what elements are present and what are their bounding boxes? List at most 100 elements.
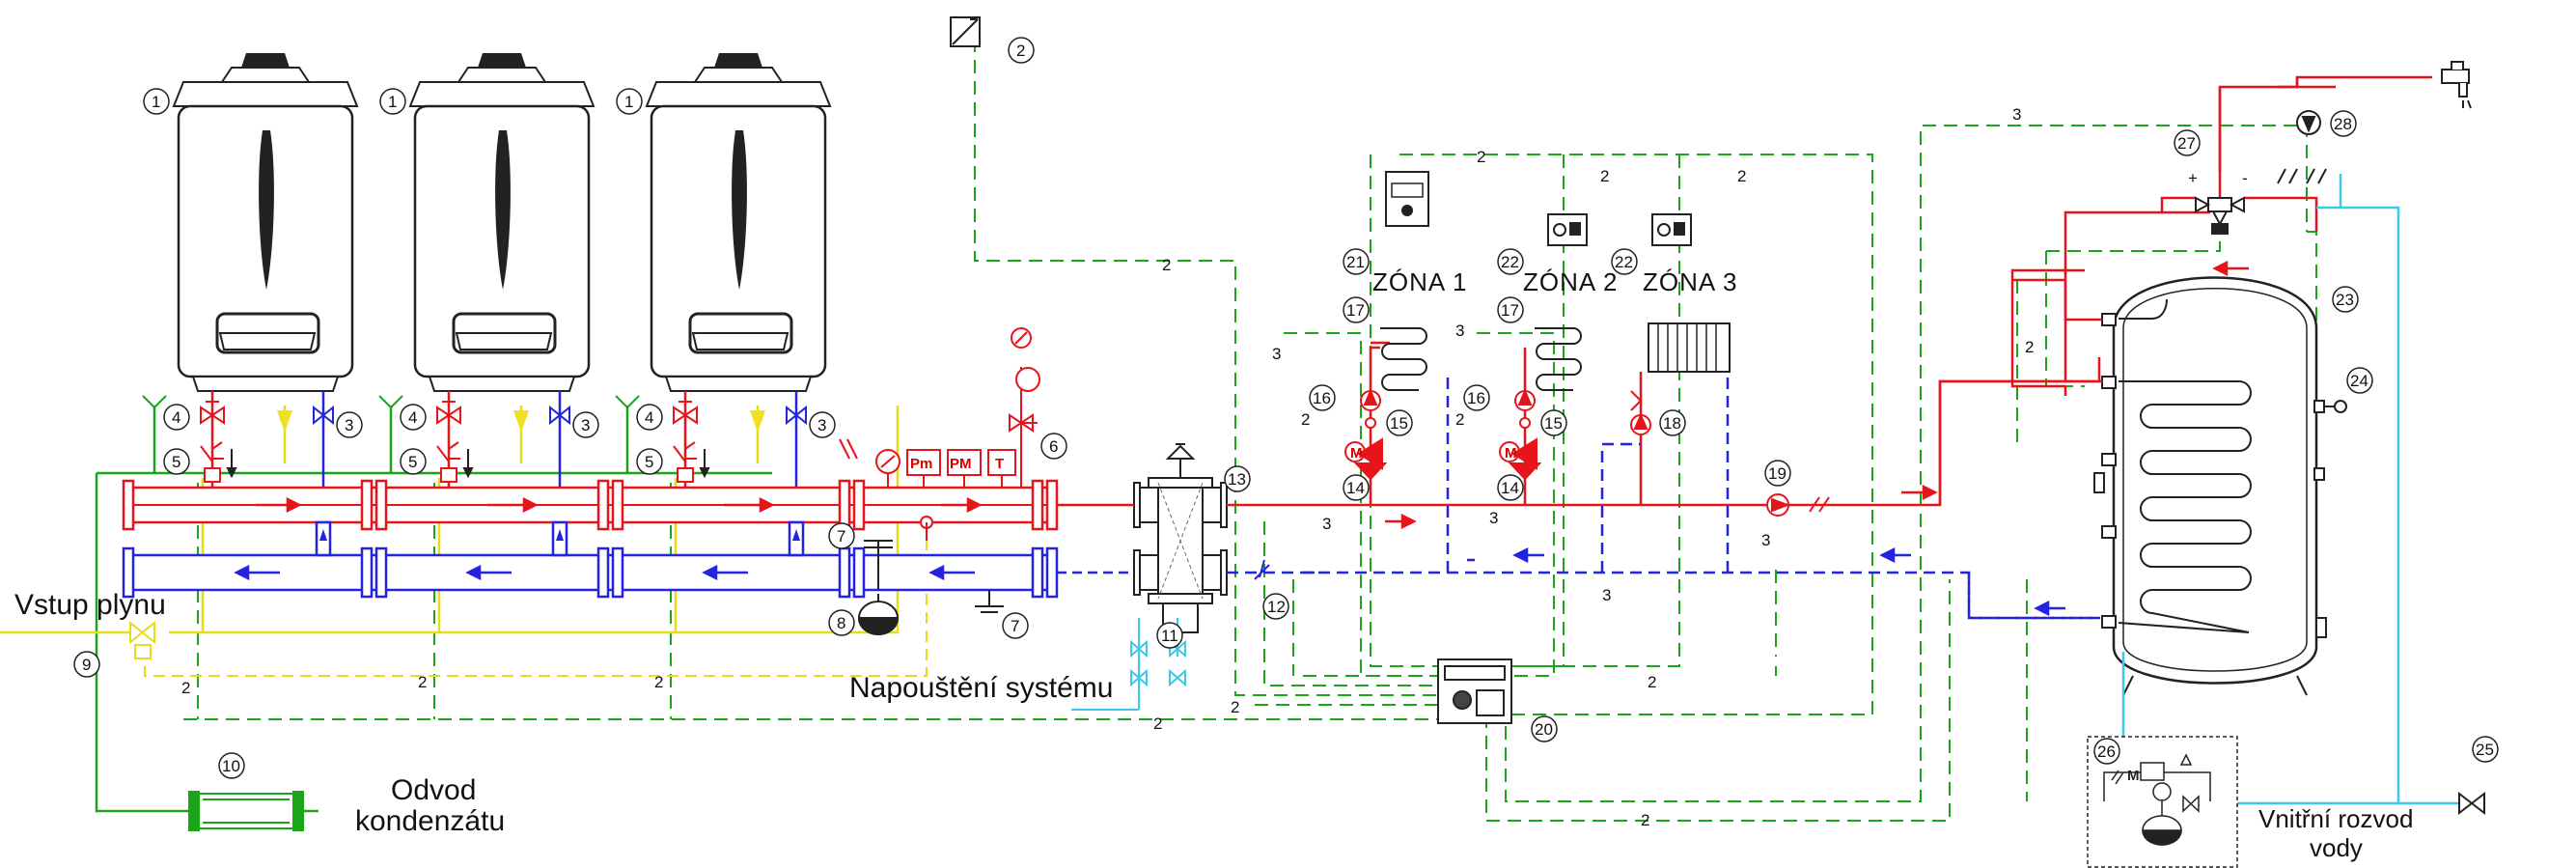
svg-text:6: 6	[1049, 437, 1058, 456]
mixing-minus: -	[2242, 169, 2248, 187]
boiler-valves	[200, 401, 698, 425]
tank-piping-flow	[1938, 75, 2432, 505]
svg-text:2: 2	[2025, 338, 2034, 356]
svg-text:2: 2	[181, 679, 190, 697]
svg-text:3: 3	[1455, 322, 1464, 340]
condensate-label-line2: kondenzátu	[355, 805, 506, 837]
zone3-circuit	[1630, 213, 1731, 435]
gauge-pm-min: Pm	[910, 456, 932, 472]
mixing-valve	[2195, 196, 2245, 235]
dhw-nozzles	[2093, 313, 2327, 638]
zone2-label: ZÓNA 2	[1523, 267, 1619, 296]
boiler-1	[172, 53, 359, 392]
svg-text:7: 7	[837, 527, 845, 546]
zone1-circuit: M	[1344, 171, 1429, 481]
svg-text:13: 13	[1228, 470, 1246, 489]
controller-links	[1255, 675, 1438, 706]
svg-text:15: 15	[1544, 414, 1563, 433]
svg-text:14: 14	[1501, 479, 1519, 497]
svg-text:3: 3	[345, 416, 353, 434]
zone2-circuit: M	[1499, 213, 1588, 481]
zone1-motor-letter: M	[1350, 445, 1363, 462]
wire-labels: 2 2 2 2 3 3 3 3 3 3 3 2 2 2 2 2 2 2 2 2 …	[181, 105, 2034, 829]
svg-text:15: 15	[1390, 414, 1408, 433]
svg-text:2: 2	[1737, 167, 1746, 185]
svg-text:7: 7	[1011, 617, 1019, 635]
svg-text:8: 8	[837, 614, 845, 632]
svg-text:3: 3	[1602, 586, 1611, 604]
svg-text:27: 27	[2177, 134, 2196, 153]
distribution-arrows	[1385, 260, 2249, 617]
condensate-neutralizer	[188, 791, 304, 831]
svg-text:12: 12	[1267, 598, 1286, 616]
svg-text:18: 18	[1663, 414, 1681, 433]
mixing-plus: +	[2188, 169, 2198, 187]
svg-text:22: 22	[1615, 253, 1633, 271]
svg-text:2: 2	[1301, 410, 1310, 429]
svg-text:17: 17	[1501, 301, 1519, 320]
svg-text:2: 2	[1600, 167, 1609, 185]
svg-text:5: 5	[645, 453, 653, 471]
boiler-2	[408, 53, 596, 392]
water-label-line2: vody	[2310, 833, 2363, 862]
svg-text:3: 3	[817, 416, 826, 434]
svg-text:2: 2	[1162, 256, 1171, 274]
svg-text:5: 5	[172, 453, 180, 471]
svg-text:3: 3	[1272, 345, 1281, 363]
svg-text:1: 1	[624, 93, 633, 111]
header-drain-valve	[920, 516, 933, 541]
svg-text:28: 28	[2334, 115, 2352, 133]
water-label-line1: Vnitřní rozvod	[2258, 804, 2414, 833]
zone1-label: ZÓNA 1	[1372, 267, 1468, 296]
expansion-vessel	[857, 540, 900, 635]
svg-text:2: 2	[418, 673, 427, 691]
svg-text:4: 4	[172, 408, 180, 427]
svg-text:4: 4	[408, 408, 417, 427]
svg-text:3: 3	[1489, 509, 1498, 527]
svg-text:1: 1	[388, 93, 397, 111]
svg-text:2: 2	[1231, 698, 1239, 716]
header-safety-valve	[1009, 327, 1040, 488]
svg-text:23: 23	[2336, 291, 2354, 309]
svg-text:16: 16	[1313, 389, 1331, 407]
boiler-safety-valves	[200, 441, 697, 483]
svg-text:3: 3	[581, 416, 590, 434]
separator-to-header	[1057, 503, 1134, 574]
dhw-coil	[2118, 298, 2252, 633]
svg-text:5: 5	[408, 453, 417, 471]
inlet-valve	[2458, 791, 2485, 816]
return-arrows	[234, 564, 975, 581]
fill-valves	[1130, 639, 1186, 687]
svg-text:2: 2	[1016, 42, 1025, 60]
svg-text:14: 14	[1346, 479, 1365, 497]
circulation-pump	[1766, 493, 1830, 517]
gauge-pm-max: PM	[950, 456, 972, 472]
dhw-check-valves	[2277, 168, 2327, 184]
svg-text:26: 26	[2097, 742, 2116, 761]
boiler-header-link-arrows	[319, 529, 800, 541]
gauge-temp: T	[995, 456, 1004, 472]
svg-text:3: 3	[1322, 515, 1331, 533]
check-valve-12	[1254, 559, 1270, 580]
svg-text:21: 21	[1346, 253, 1365, 271]
svg-text:22: 22	[1501, 253, 1519, 271]
boiler-return-valves	[313, 405, 807, 426]
svg-text:2: 2	[1641, 811, 1649, 829]
dhw-tank	[2112, 276, 2318, 696]
system-fill-label: Napouštění systému	[849, 672, 1114, 704]
svg-text:24: 24	[2350, 372, 2368, 390]
svg-text:10: 10	[222, 757, 240, 775]
drain-arrows	[226, 449, 710, 479]
tap-icon	[2441, 61, 2472, 109]
outdoor-sensor	[950, 16, 981, 47]
svg-text:3: 3	[2012, 105, 2021, 124]
return-header-flanges	[122, 546, 1059, 599]
boiler-3	[645, 53, 832, 392]
svg-text:2: 2	[654, 673, 663, 691]
svg-text:2: 2	[1455, 410, 1464, 429]
svg-text:19: 19	[1768, 464, 1787, 483]
svg-text:25: 25	[2476, 741, 2494, 759]
svg-text:20: 20	[1535, 720, 1553, 739]
